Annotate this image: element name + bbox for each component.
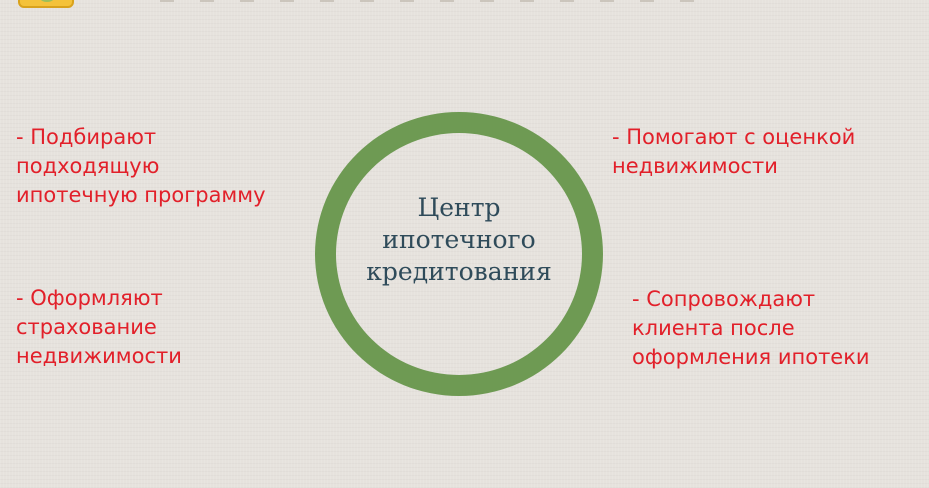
item-line: недвижимости bbox=[16, 344, 182, 368]
center-label-line: кредитования bbox=[366, 257, 552, 286]
item-line: клиента после bbox=[632, 316, 795, 340]
item-line: - Подбирают bbox=[16, 125, 157, 149]
header-rule bbox=[160, 0, 720, 2]
item-line: - Сопровождают bbox=[632, 287, 816, 311]
item-line: страхование bbox=[16, 315, 157, 339]
item-line: оформления ипотеки bbox=[632, 345, 870, 369]
item-line: ипотечную программу bbox=[16, 183, 266, 207]
logo-icon bbox=[18, 0, 74, 8]
center-label: Центр ипотечного кредитования bbox=[336, 192, 582, 288]
item-line: - Оформляют bbox=[16, 286, 163, 310]
item-line: подходящую bbox=[16, 154, 160, 178]
item-line: недвижимости bbox=[612, 154, 778, 178]
center-label-line: Центр bbox=[417, 193, 501, 222]
item-select-program: - Подбирают подходящую ипотечную програм… bbox=[16, 123, 266, 210]
item-insurance: - Оформляют страхование недвижимости bbox=[16, 284, 182, 371]
item-line: - Помогают с оценкой bbox=[612, 125, 856, 149]
item-valuation: - Помогают с оценкой недвижимости bbox=[612, 123, 855, 181]
item-support: - Сопровождают клиента после оформления … bbox=[632, 285, 870, 372]
logo-emblem bbox=[40, 0, 54, 2]
center-label-line: ипотечного bbox=[382, 225, 536, 254]
